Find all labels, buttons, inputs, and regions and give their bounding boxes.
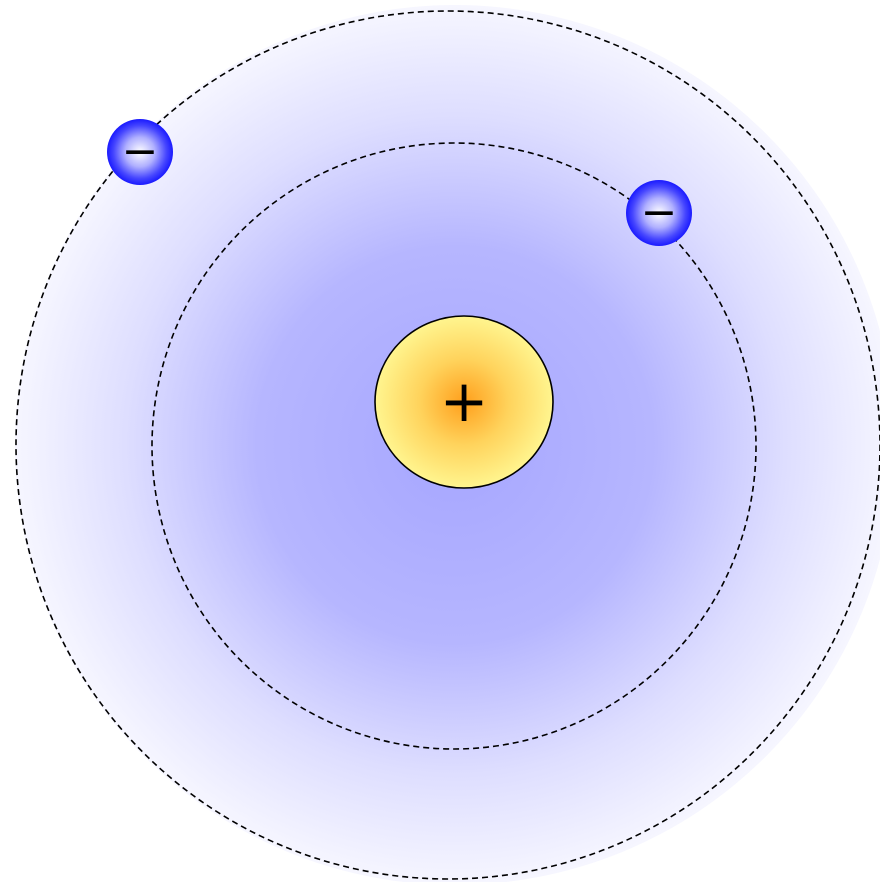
electron-inner: − [626,180,692,246]
nucleus: + [375,316,553,488]
nucleus-charge-symbol: + [440,367,489,435]
electron-outer: − [107,119,173,185]
electron-outer-charge-symbol: − [122,126,159,177]
electron-inner-charge-symbol: − [641,187,678,238]
